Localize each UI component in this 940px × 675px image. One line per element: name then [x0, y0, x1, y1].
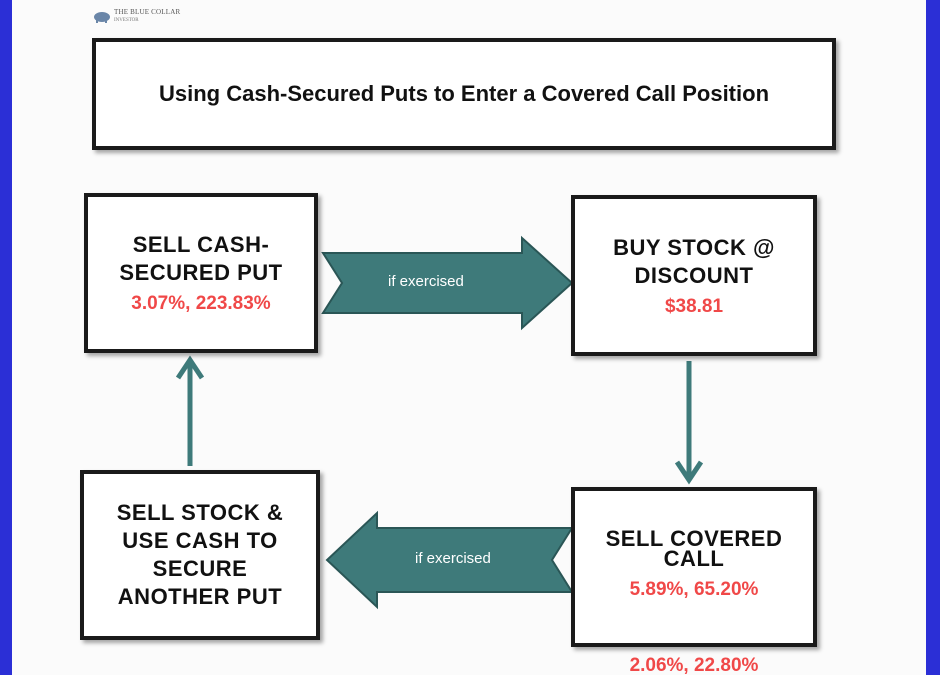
logo-subtitle: INVESTOR — [114, 18, 139, 23]
node-sell-covered-call: SELL COVERED CALL 5.89%, 65.20% — [571, 487, 817, 647]
node-title-line: SELL STOCK & — [116, 500, 284, 525]
title-box: Using Cash-Secured Puts to Enter a Cover… — [92, 38, 836, 150]
arrow-layer — [175, 235, 704, 610]
node-title-line: CALL — [663, 546, 725, 571]
node-title-line: USE CASH TO — [122, 528, 278, 553]
node-title-line: SELL COVERED — [605, 526, 783, 551]
node-title-line: SELL CASH- — [132, 232, 270, 257]
arrow-label-top: if exercised — [388, 273, 464, 290]
arrow-label-bottom: if exercised — [415, 550, 491, 567]
node-title-line: SECURE — [152, 556, 248, 581]
node-buy-stock: BUY STOCK @ DISCOUNT $38.81 — [571, 195, 817, 356]
node-value-secondary: 2.06%, 22.80% — [629, 655, 759, 675]
arrow-sell-stock-to-put — [175, 355, 205, 466]
arrow-put-to-buy — [321, 235, 574, 331]
node-title-line: BUY STOCK @ — [613, 234, 775, 260]
node-value: 3.07%, 223.83% — [131, 293, 271, 314]
brand-logo: THE BLUE COLLAR INVESTOR — [92, 6, 202, 32]
diagram-title: Using Cash-Secured Puts to Enter a Cover… — [158, 81, 770, 106]
arrow-buy-to-call — [674, 361, 704, 485]
node-title-line: DISCOUNT — [634, 262, 754, 288]
node-sell-cash-secured-put: SELL CASH- SECURED PUT 3.07%, 223.83% — [84, 193, 318, 353]
logo-name: THE BLUE COLLAR — [114, 8, 181, 16]
node-value: $38.81 — [664, 295, 724, 317]
piggy-bank-icon — [94, 12, 110, 23]
node-title-line: ANOTHER PUT — [117, 584, 283, 609]
node-sell-stock: SELL STOCK & USE CASH TO SECURE ANOTHER … — [80, 470, 320, 640]
node-value: 5.89%, 65.20% — [629, 579, 759, 600]
node-title-line: SECURED PUT — [119, 260, 283, 285]
diagram-canvas: THE BLUE COLLAR INVESTOR Using Cash-Secu… — [12, 0, 926, 675]
arrow-call-to-sell-stock — [325, 510, 574, 610]
